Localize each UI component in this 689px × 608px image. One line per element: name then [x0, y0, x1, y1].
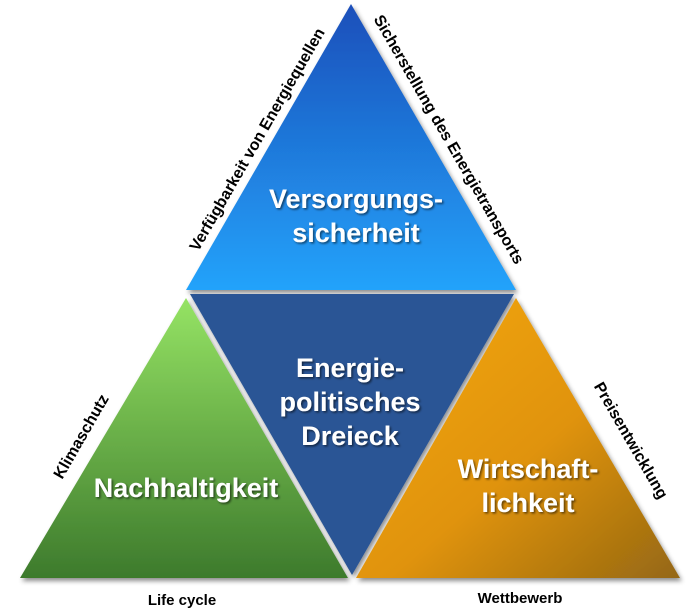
right-triangle-label-line2: lichkeit	[481, 488, 574, 518]
right-triangle-label-line1: Wirtschaft-	[458, 454, 599, 484]
center-triangle	[190, 294, 514, 575]
left-triangle	[20, 298, 348, 578]
right-triangle	[356, 298, 680, 578]
top-triangle-label-line2: sicherheit	[292, 218, 420, 248]
top-triangle	[186, 4, 516, 290]
center-triangle-label-line2: politisches	[279, 387, 420, 417]
left-triangle-label: Nachhaltigkeit	[94, 473, 279, 503]
bottom-label-left: Life cycle	[148, 592, 216, 608]
top-triangle-label-line1: Versorgungs-	[269, 184, 443, 214]
center-triangle-label-line3: Dreieck	[301, 421, 400, 451]
center-triangle-label-line1: Energie-	[296, 353, 404, 383]
bottom-label-right: Wettbewerb	[478, 590, 563, 607]
